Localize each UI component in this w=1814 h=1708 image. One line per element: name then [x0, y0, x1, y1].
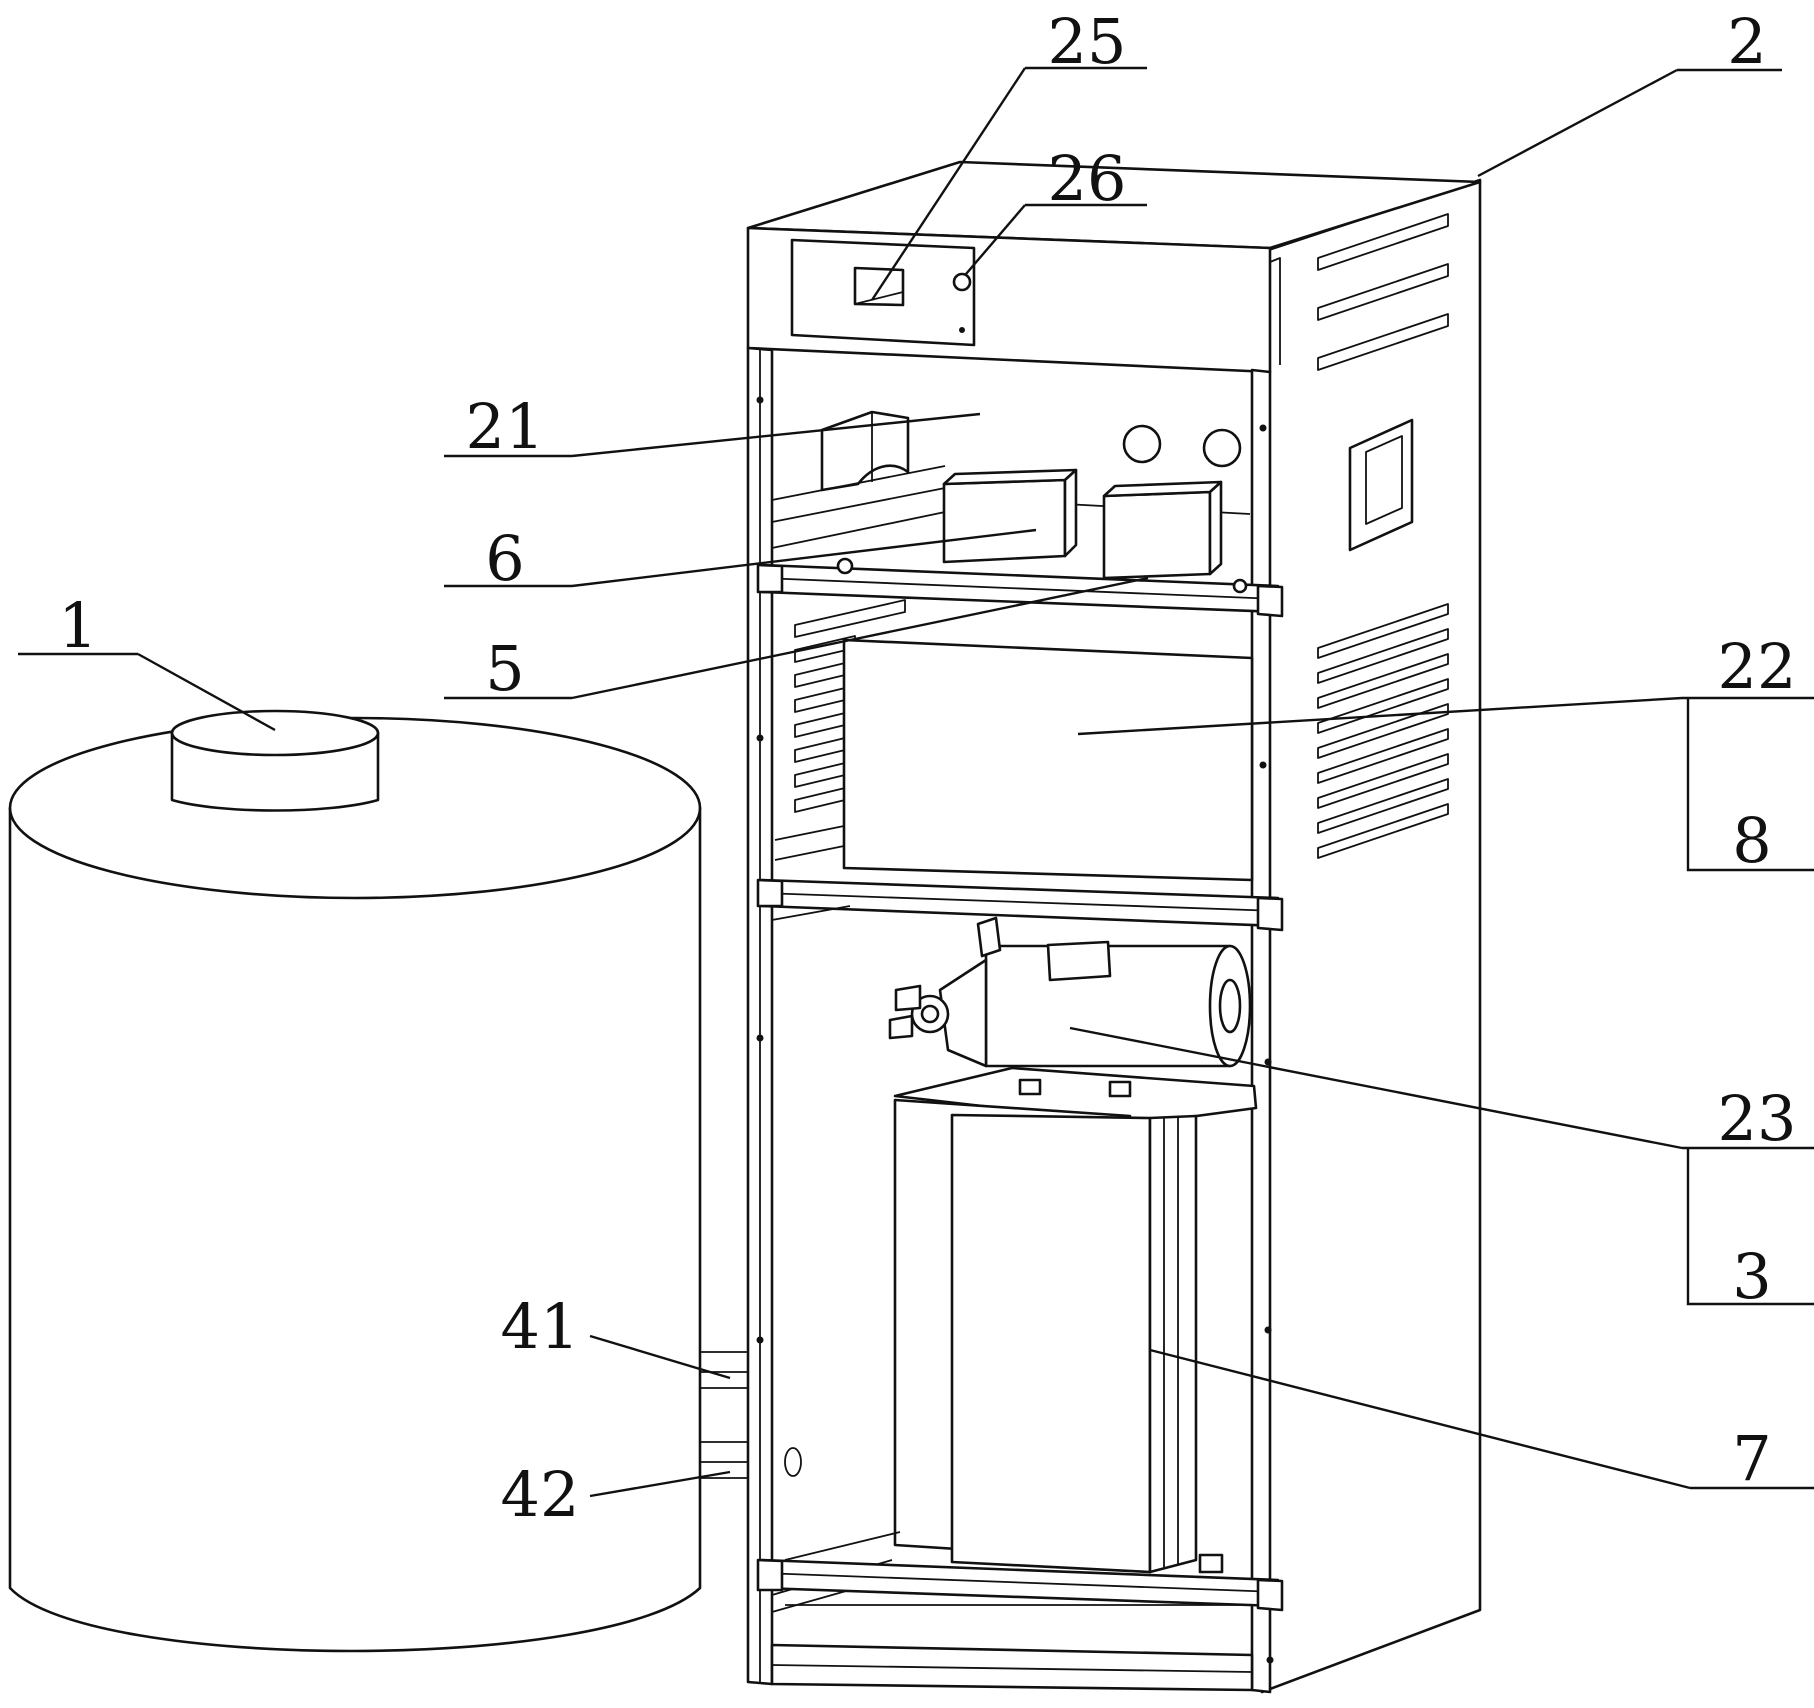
label-42: 42	[501, 1458, 580, 1531]
side-switch	[1348, 418, 1414, 552]
label-1: 1	[58, 589, 97, 662]
label-3: 3	[1732, 1240, 1771, 1313]
label-6: 6	[485, 522, 524, 595]
bottom-rail	[756, 1531, 1284, 1612]
label-41: 41	[501, 1290, 580, 1363]
middle-compartment	[774, 599, 1254, 882]
label-21: 21	[466, 390, 545, 463]
storage-unit	[893, 1098, 1224, 1594]
side-vents-upper	[1317, 213, 1449, 371]
pipe-42	[700, 1441, 752, 1479]
upper-compartment	[771, 410, 1251, 580]
label-26: 26	[1048, 142, 1127, 215]
lower-rail	[756, 878, 1284, 932]
pipe-41	[700, 1351, 752, 1389]
upper-rail	[756, 557, 1284, 618]
label-23: 23	[1718, 1082, 1797, 1155]
label-8: 8	[1732, 804, 1771, 877]
pump-motor	[888, 916, 1258, 1126]
label-2: 2	[1727, 5, 1766, 78]
leader-lines	[18, 66, 1814, 1498]
side-vents-lower	[1317, 603, 1449, 859]
label-7: 7	[1732, 1422, 1771, 1495]
control-panel	[790, 238, 976, 347]
label-5: 5	[485, 632, 524, 705]
label-25: 25	[1048, 5, 1127, 78]
label-22: 22	[1718, 630, 1797, 703]
water-tank	[8, 709, 702, 1653]
